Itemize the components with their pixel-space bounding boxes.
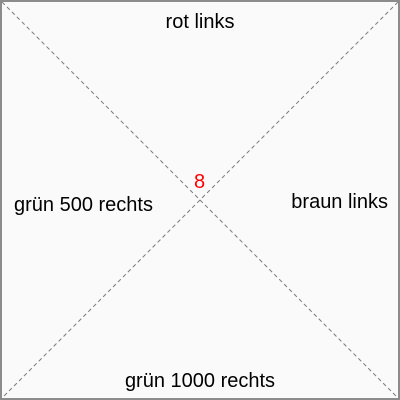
bottom-direction-label: grün 1000 rechts — [124, 370, 276, 392]
top-direction-label: rot links — [165, 11, 235, 33]
center-number: 8 — [194, 171, 206, 193]
left-direction-label: grün 500 rechts — [14, 194, 153, 216]
right-direction-label: braun links — [291, 191, 388, 213]
